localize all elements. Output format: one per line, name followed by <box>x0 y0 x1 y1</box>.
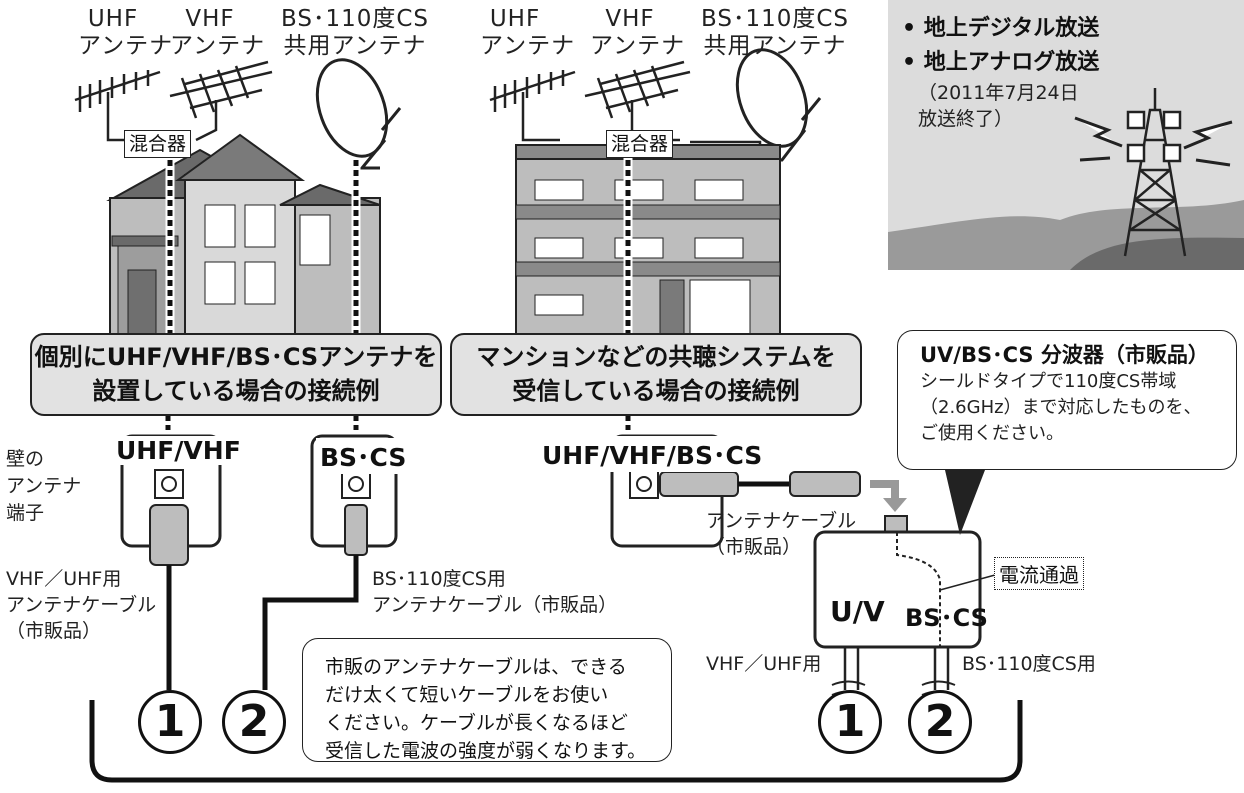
bottom-bracket <box>89 700 1023 783</box>
cable-label-bs-cs: BS･110度CS用アンテナケーブル（市販品） <box>372 568 618 616</box>
broadcast-list: • 地上デジタル放送 • 地上アナログ放送 <box>902 12 1099 80</box>
power-pass-label: 電流通過 <box>994 557 1084 590</box>
splitter-out-right-label: BS･110度CS用 <box>962 653 1096 675</box>
mixer-label-left: 混合器 <box>124 130 192 158</box>
house-illustration <box>106 133 381 339</box>
number-1-left: 1 <box>138 690 202 754</box>
port-label-combined: UHF/VHF/BS･CS <box>538 436 767 472</box>
port-label-bs-cs: BS･CS <box>316 438 411 474</box>
cable-label-vhf-uhf: VHF／UHF用アンテナケーブル（市販品） <box>6 568 157 642</box>
banner-individual-antennas: 個別にUHF/VHF/BS･CSアンテナを設置している場合の接続例 <box>30 333 442 416</box>
broadcast-item: • 地上アナログ放送 <box>902 50 1100 75</box>
splitter-bscs-label: BS･CS <box>905 604 988 632</box>
right-vhf-antenna-icon <box>584 60 691 142</box>
signal-wave-icon <box>1074 116 1233 167</box>
right-uhf-antenna-icon <box>489 70 576 142</box>
wall-terminal-uhf-vhf <box>120 434 222 690</box>
callout-pointer <box>945 470 985 535</box>
banner-shared-system: マンションなどの共聴システムを受信している場合の接続例 <box>450 333 862 416</box>
mixer-label-right: 混合器 <box>606 130 674 158</box>
right-satellite-dish-icon <box>690 48 822 162</box>
splitter-callout-title: UV/BS･CS 分波器（市販品） <box>920 343 1209 367</box>
number-1-right: 1 <box>818 690 882 754</box>
splitter-uv-label: U/V <box>830 595 885 628</box>
splitter-out-left-label: VHF／UHF用 <box>706 653 822 675</box>
left-satellite-dish-icon <box>315 58 402 170</box>
broadcast-note: （2011年7月24日放送終了） <box>918 82 1079 130</box>
number-2-left: 2 <box>222 690 286 754</box>
wall-terminal-label: 壁のアンテナ端子 <box>6 448 82 524</box>
left-vhf-antenna-icon <box>169 60 273 142</box>
splitter-callout: UV/BS･CS 分波器（市販品） シールドタイプで110度CS帯域 （2.6G… <box>897 330 1237 470</box>
broadcast-item: • 地上デジタル放送 <box>902 16 1100 41</box>
apartment-illustration <box>515 144 781 339</box>
cable-label-antenna: アンテナケーブル（市販品） <box>706 510 857 558</box>
port-label-uhf-vhf: UHF/VHF <box>112 436 245 465</box>
broadcast-tower-inset <box>888 0 1244 270</box>
cable-tip-note: 市販のアンテナケーブルは、できるだけ太くて短いケーブルをお使いください。ケーブル… <box>302 638 672 762</box>
splitter-device-icon <box>813 515 996 696</box>
tower-icon <box>1123 88 1187 257</box>
left-feed-cables <box>165 150 361 430</box>
number-2-right: 2 <box>908 690 972 754</box>
